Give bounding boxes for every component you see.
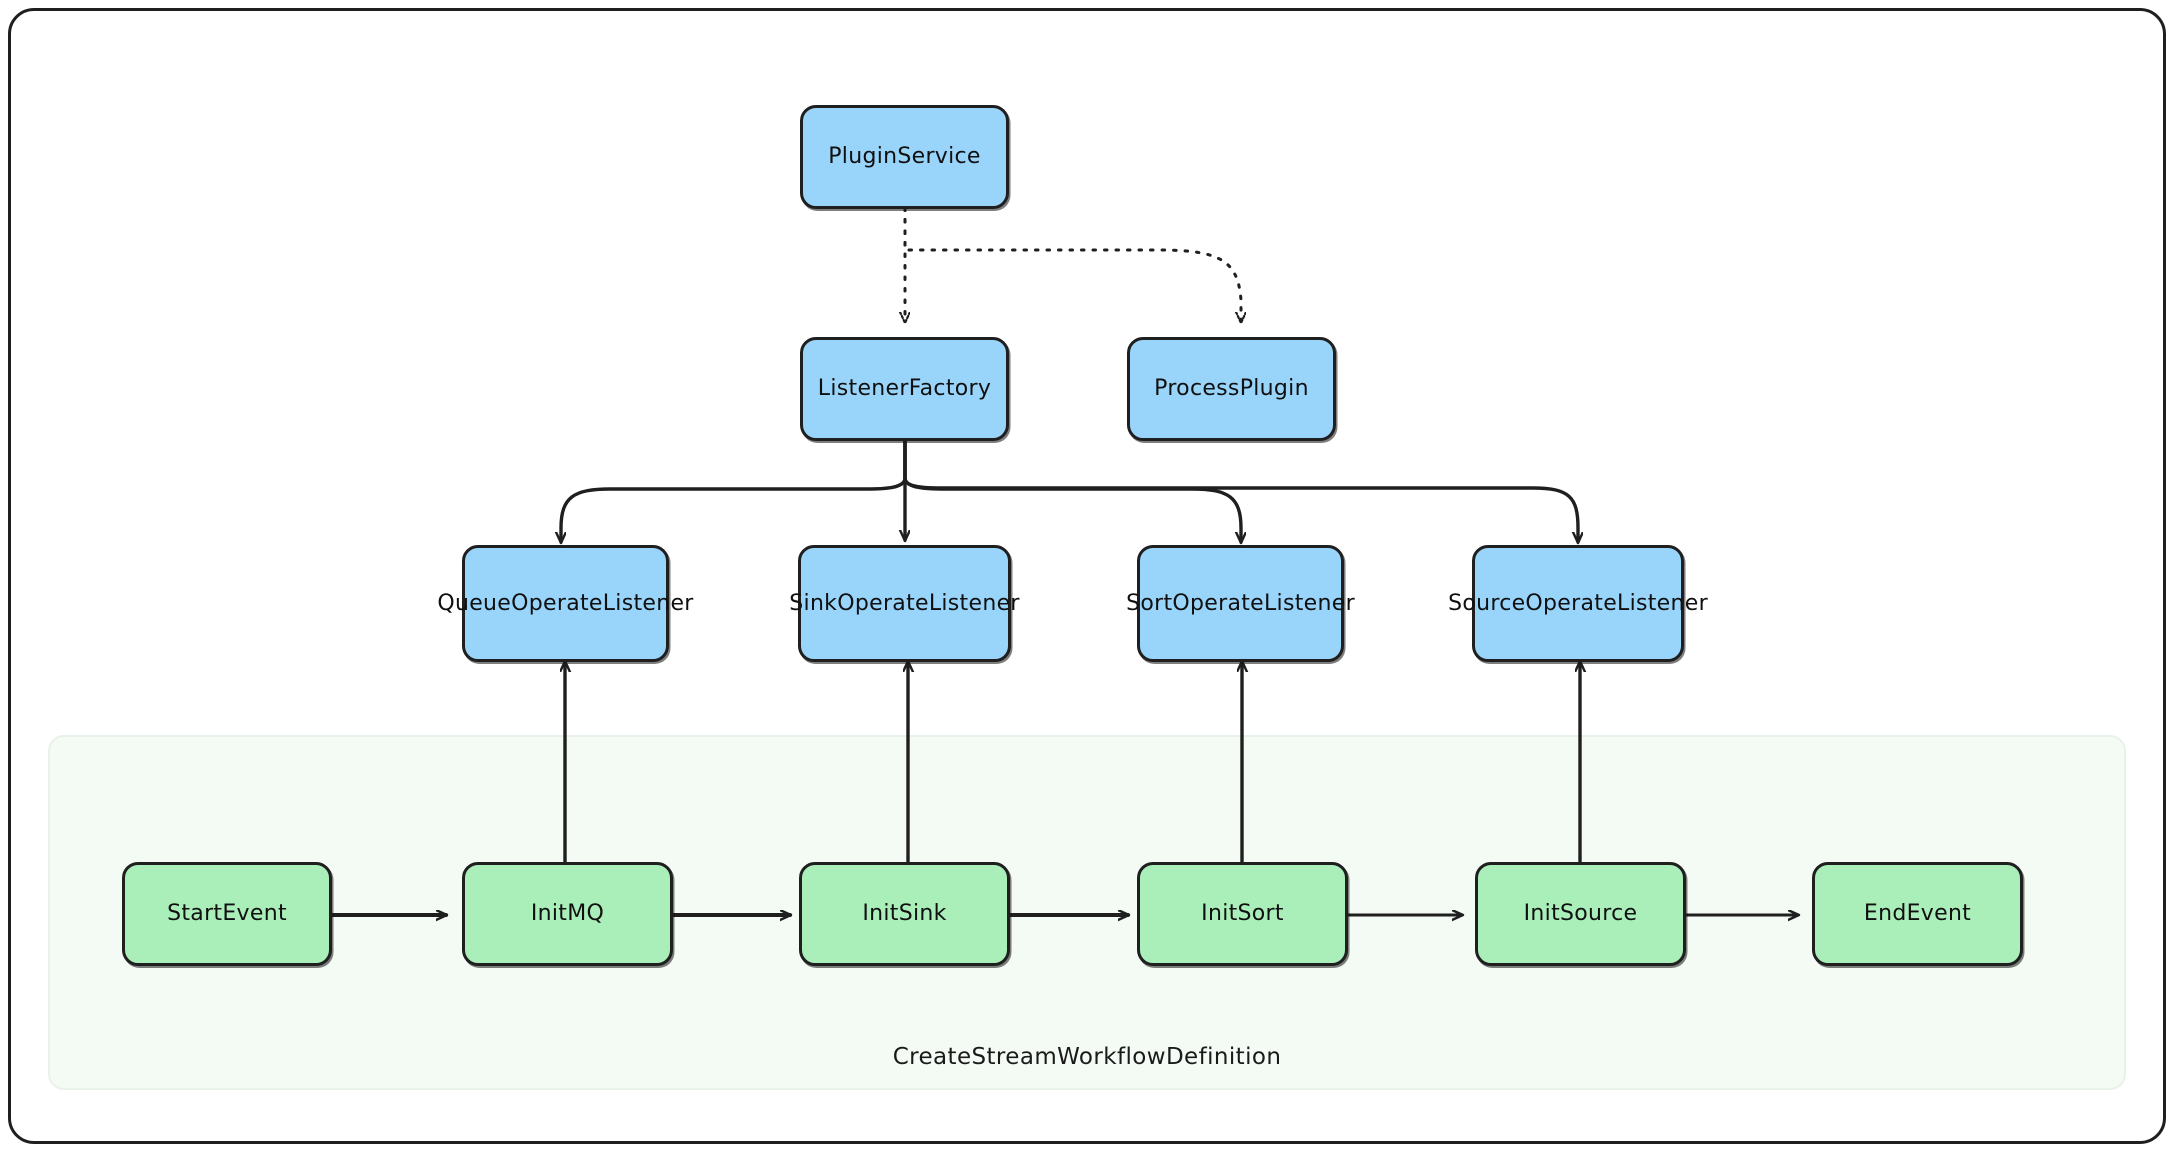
- node-source-operate-listener[interactable]: SourceOperateListener: [1448, 545, 1708, 662]
- node-init-mq-label: InitMQ: [530, 901, 605, 927]
- node-start-event[interactable]: StartEvent: [122, 862, 332, 966]
- subgraph-label: CreateStreamWorkflowDefinition: [892, 1044, 1282, 1070]
- node-init-mq[interactable]: InitMQ: [462, 862, 673, 966]
- node-end-event-label: EndEvent: [1863, 901, 1972, 927]
- node-init-sink[interactable]: InitSink: [799, 862, 1010, 966]
- node-end-event[interactable]: EndEvent: [1812, 862, 2023, 966]
- node-source-operate-listener-label: SourceOperateListener: [1448, 590, 1708, 616]
- node-process-plugin[interactable]: ProcessPlugin: [1127, 337, 1336, 441]
- node-plugin-service-label: PluginService: [828, 144, 981, 170]
- node-sort-operate-listener[interactable]: SortOperateListener: [1126, 545, 1355, 662]
- node-queue-operate-listener-label: QueueOperateListener: [437, 590, 694, 616]
- node-listener-factory-label: ListenerFactory: [817, 376, 992, 402]
- node-init-sink-label: InitSink: [862, 901, 947, 927]
- subgraph-create-stream-workflow-definition: CreateStreamWorkflowDefinition: [48, 735, 2126, 1090]
- node-init-source-label: InitSource: [1523, 901, 1638, 927]
- node-queue-operate-listener[interactable]: QueueOperateListener: [437, 545, 693, 662]
- node-process-plugin-label: ProcessPlugin: [1154, 376, 1309, 402]
- node-init-sort-label: InitSort: [1201, 901, 1284, 927]
- node-init-source[interactable]: InitSource: [1475, 862, 1686, 966]
- node-start-event-label: StartEvent: [167, 901, 287, 927]
- node-listener-factory[interactable]: ListenerFactory: [800, 337, 1009, 441]
- node-sink-operate-listener-label: SinkOperateListener: [789, 590, 1020, 616]
- node-sort-operate-listener-label: SortOperateListener: [1126, 590, 1355, 616]
- node-sink-operate-listener[interactable]: SinkOperateListener: [789, 545, 1019, 662]
- node-plugin-service[interactable]: PluginService: [800, 105, 1009, 209]
- node-init-sort[interactable]: InitSort: [1137, 862, 1348, 966]
